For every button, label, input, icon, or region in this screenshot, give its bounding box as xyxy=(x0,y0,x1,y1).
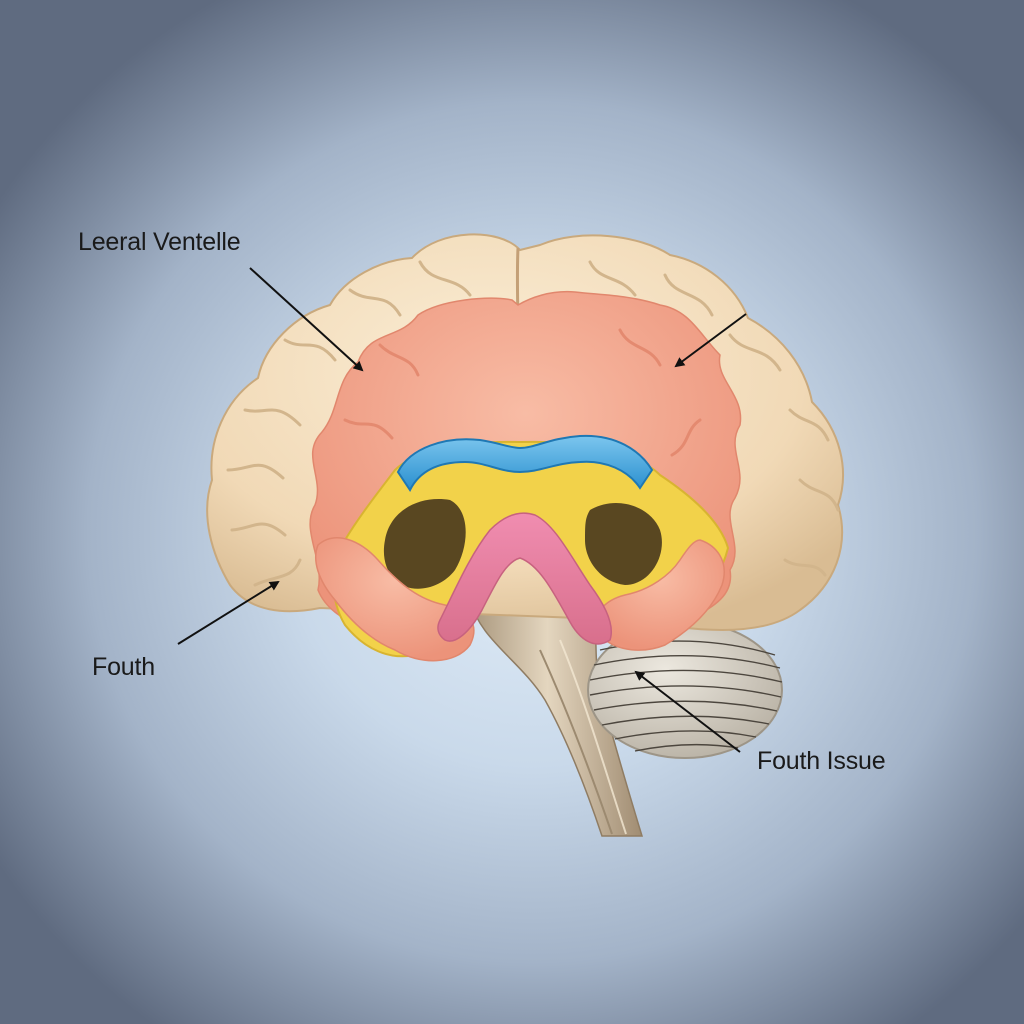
brainstem-groove xyxy=(539,649,613,835)
label-fourth-issue: Fouth Issue xyxy=(757,747,886,775)
temporal-lobe-left xyxy=(314,537,475,662)
cortex-gyri xyxy=(226,260,840,587)
cerebellum-folia xyxy=(589,640,783,752)
brainstem xyxy=(469,584,644,837)
label-lateral-ventricle: Leeral Ventelle xyxy=(78,228,241,256)
ventricle-pink xyxy=(437,512,612,645)
arrow-fourth xyxy=(177,580,280,645)
ventricle-cavity-right xyxy=(585,502,662,585)
ventricle-cavity-left xyxy=(383,499,466,589)
arrow-lateral-ventricle-left xyxy=(249,267,364,372)
arrow-fourth-issue xyxy=(634,670,741,753)
label-fourth: Fouth xyxy=(92,653,155,681)
arrow-lateral-ventricle-right xyxy=(674,313,747,368)
inner-folds xyxy=(343,328,702,457)
brainstem-groove xyxy=(559,639,627,835)
ventricle-blue xyxy=(396,434,654,492)
